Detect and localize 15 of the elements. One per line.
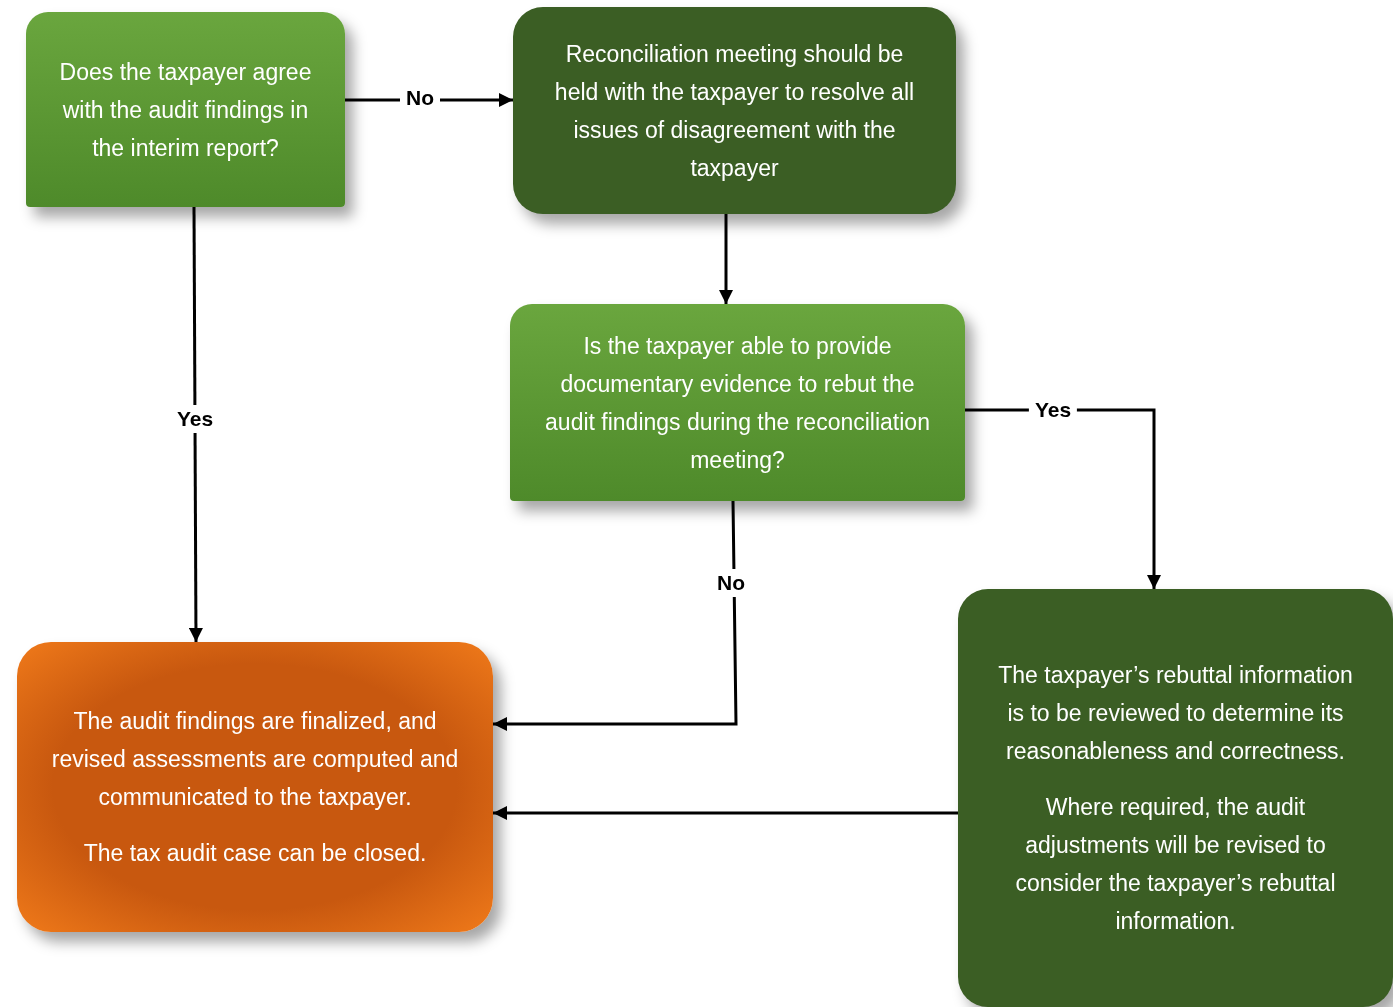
arrow	[188, 207, 203, 642]
arrow	[719, 214, 733, 304]
node-text: Where required, the audit adjustments will be revised to consider the taxpayer’s rebuttal information.	[1014, 793, 1337, 936]
node-text: The audit findings are finalized, and revised assessments are computed and communicated to the taxpayer.	[50, 707, 460, 812]
decision-box	[510, 304, 965, 501]
node-text: The tax audit case can be closed.	[83, 839, 427, 868]
arrow	[493, 806, 958, 820]
decision-box	[26, 12, 345, 207]
node-text: Reconciliation meeting should be held with the taxpayer to resolve all issues of disagreement with the taxpayer	[553, 39, 916, 183]
node-text: Does the taxpayer agree with the audit findings in the interim report?	[58, 57, 313, 163]
node-text: The taxpayer’s rebuttal information is to be reviewed to determine its reasonableness and correctness.	[997, 661, 1354, 766]
terminal-box	[17, 642, 493, 932]
process-box	[513, 7, 956, 214]
node-text: Is the taxpayer able to provide documentary evidence to rebut the audit findings during the reconciliation meeting?	[544, 331, 931, 475]
process-box	[958, 589, 1393, 1007]
